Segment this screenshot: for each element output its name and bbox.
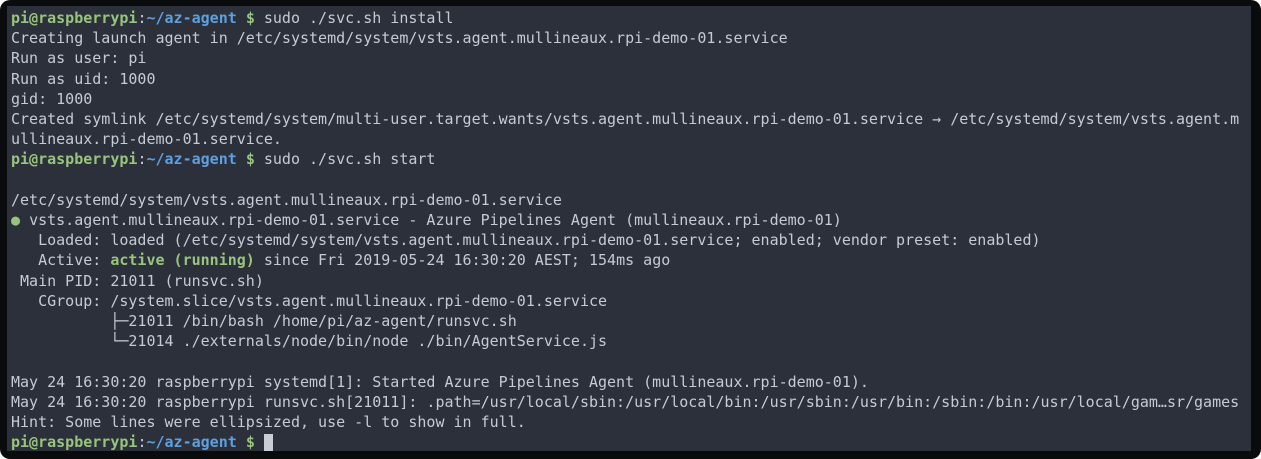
terminal-text-segment: active (running): [110, 251, 255, 270]
terminal-text-segment: ~/az-agent: [146, 433, 237, 451]
terminal-text-segment: Creating launch agent in /etc/systemd/sy…: [11, 29, 788, 48]
terminal-screen[interactable]: pi@raspberrypi:~/az-agent $ sudo ./svc.s…: [7, 6, 1251, 451]
terminal-text-segment: pi@raspberrypi: [11, 433, 138, 451]
terminal-text-segment: $: [245, 433, 255, 451]
terminal-text-segment: Created symlink /etc/systemd/system/mult…: [11, 110, 1240, 129]
terminal-text-segment: [237, 9, 246, 27]
terminal-text-segment: CGroup: /system.slice/vsts.agent.mulline…: [11, 291, 608, 310]
terminal-text-segment: [237, 433, 246, 451]
terminal-text-segment: Main PID: 21011 (runsvc.sh): [11, 271, 264, 290]
terminal-line: ● vsts.agent.mullineaux.rpi-demo-01.serv…: [11, 210, 1251, 230]
terminal-text-segment: Active:: [11, 251, 111, 270]
terminal-line: Active: active (running) since Fri 2019-…: [11, 250, 1251, 270]
terminal-text-segment: ~/az-agent: [146, 150, 237, 169]
terminal-text-segment: $: [245, 150, 255, 169]
terminal-text-segment: Hint: Some lines were ellipsized, use -l…: [11, 413, 526, 432]
terminal-line: gid: 1000: [11, 89, 1251, 109]
terminal-text-segment: ~/az-agent: [146, 9, 237, 27]
terminal-text-segment: pi@raspberrypi: [11, 9, 138, 27]
terminal-text-segment: vsts.agent.mullineaux.rpi-demo-01.servic…: [29, 211, 842, 230]
terminal-text-segment: Loaded: loaded (/etc/systemd/system/vsts…: [11, 231, 1041, 250]
terminal-text-segment: :: [137, 433, 147, 451]
terminal-line: /etc/systemd/system/vsts.agent.mullineau…: [11, 190, 1251, 210]
terminal-text-segment: since Fri 2019-05-24 16:30:20 AEST; 154m…: [254, 251, 671, 270]
terminal-text-segment: :: [137, 9, 147, 27]
terminal-text-segment: pi@raspberrypi: [11, 150, 138, 169]
terminal-text-segment: /etc/systemd/system/vsts.agent.mullineau…: [11, 190, 562, 209]
terminal-line: May 24 16:30:20 raspberrypi runsvc.sh[21…: [11, 392, 1251, 412]
terminal-line: pi@raspberrypi:~/az-agent $: [11, 432, 1251, 451]
terminal-line: CGroup: /system.slice/vsts.agent.mulline…: [11, 291, 1251, 311]
terminal-text-segment: ├─21011 /bin/bash /home/pi/az-agent/runs…: [11, 312, 517, 331]
terminal-cursor: [263, 434, 273, 451]
terminal-text-segment: └─21014 ./externals/node/bin/node ./bin/…: [11, 332, 608, 351]
terminal-text-segment: May 24 16:30:20 raspberrypi systemd[1]: …: [11, 372, 869, 391]
terminal-line: [11, 351, 1251, 371]
terminal-output: pi@raspberrypi:~/az-agent $ sudo ./svc.s…: [11, 8, 1251, 451]
terminal-line: May 24 16:30:20 raspberrypi systemd[1]: …: [11, 372, 1251, 392]
terminal-text-segment: Run as user: pi: [11, 49, 147, 68]
terminal-text-segment: ●: [11, 211, 30, 230]
terminal-line: Created symlink /etc/systemd/system/mult…: [11, 109, 1251, 129]
terminal-text-segment: ullineaux.rpi-demo-01.service.: [11, 130, 282, 149]
terminal-line: Run as uid: 1000: [11, 69, 1251, 89]
terminal-text-segment: [237, 150, 246, 168]
terminal-text-segment: sudo ./svc.sh install: [254, 9, 454, 27]
terminal-line: Main PID: 21011 (runsvc.sh): [11, 271, 1251, 291]
terminal-text-segment: Run as uid: 1000: [11, 69, 156, 88]
terminal-line: Loaded: loaded (/etc/systemd/system/vsts…: [11, 230, 1251, 250]
terminal-text-segment: [255, 433, 264, 451]
terminal-line: pi@raspberrypi:~/az-agent $ sudo ./svc.s…: [11, 8, 1251, 28]
terminal-line: ullineaux.rpi-demo-01.service.: [11, 129, 1251, 149]
terminal-text-segment: :: [137, 150, 147, 169]
terminal-line: pi@raspberrypi:~/az-agent $ sudo ./svc.s…: [11, 149, 1251, 169]
terminal-line: ├─21011 /bin/bash /home/pi/az-agent/runs…: [11, 311, 1251, 331]
terminal-line: └─21014 ./externals/node/bin/node ./bin/…: [11, 331, 1251, 351]
terminal-text-segment: sudo ./svc.sh start: [254, 150, 436, 169]
terminal-line: [11, 170, 1251, 190]
terminal-text-segment: gid: 1000: [11, 89, 93, 108]
terminal-line: Hint: Some lines were ellipsized, use -l…: [11, 412, 1251, 432]
terminal-text-segment: $: [245, 9, 255, 27]
terminal-line: Creating launch agent in /etc/systemd/sy…: [11, 28, 1251, 48]
terminal-text-segment: May 24 16:30:20 raspberrypi runsvc.sh[21…: [11, 392, 1240, 411]
terminal-line: Run as user: pi: [11, 48, 1251, 68]
